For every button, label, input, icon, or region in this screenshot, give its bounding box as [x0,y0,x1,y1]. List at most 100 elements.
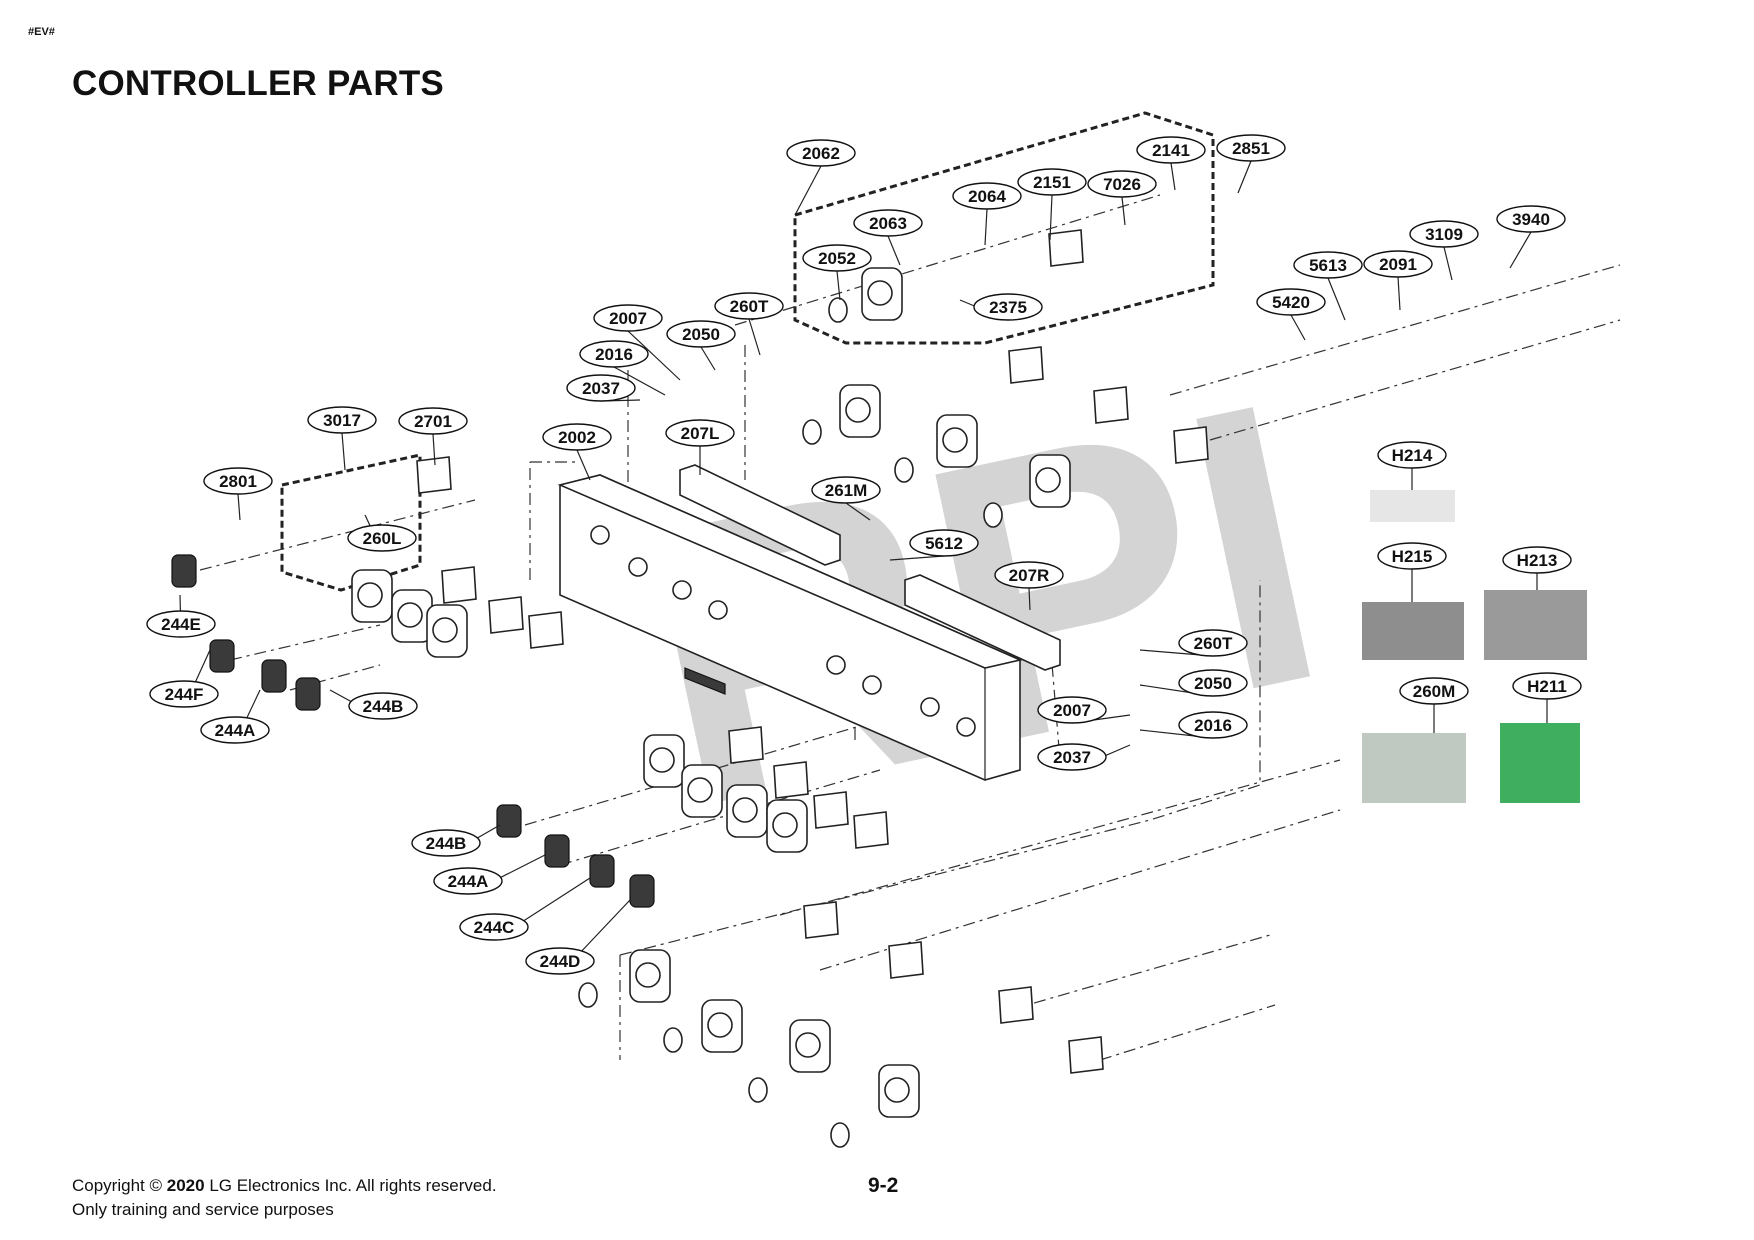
callout-260L: 260L [347,524,417,552]
svg-text:2016: 2016 [1194,716,1232,735]
callout-H214: H214 [1377,441,1447,469]
mounting-plate [441,566,477,604]
callout-2701: 2701 [398,407,468,435]
leader-2050 [700,346,716,371]
svg-text:3940: 3940 [1512,210,1550,229]
svg-text:2701: 2701 [414,412,452,431]
svg-text:260L: 260L [363,529,402,548]
callout-244A: 244A [200,716,270,744]
photo-h214 [1370,490,1455,522]
bezel-ring [828,297,848,323]
mounting-plate [803,901,839,939]
svg-text:2007: 2007 [1053,701,1091,720]
photo-h215 [1362,602,1464,660]
callout-244E: 244E [146,610,216,638]
callout-2052: 2052 [802,244,872,272]
photo-h213 [1484,590,1587,660]
svg-text:244F: 244F [165,685,204,704]
svg-text:244A: 244A [448,872,489,891]
svg-text:260T: 260T [1194,634,1233,653]
leader-2002 [576,449,591,481]
callout-2062: 2062 [786,139,856,167]
leader-2052 [836,270,841,301]
leader-260T [748,318,761,356]
svg-text:2375: 2375 [989,298,1027,317]
bezel-ring [748,1077,768,1103]
callout-244A: 244A [433,867,503,895]
leader-5613 [1327,277,1346,321]
callout-2063: 2063 [853,209,923,237]
leader-2064 [984,208,988,246]
callout-5420: 5420 [1256,288,1326,316]
bezel-ring [802,419,822,445]
callout-7026: 7026 [1087,170,1157,198]
callout-2151: 2151 [1017,168,1087,196]
svg-text:2037: 2037 [582,379,620,398]
callout-5613: 5613 [1293,251,1363,279]
switch-housing [681,764,723,818]
callout-244C: 244C [459,913,529,941]
mounting-plate [998,986,1034,1024]
callout-2007: 2007 [593,304,663,332]
switch-housing [839,384,881,438]
panel-dials [590,525,976,737]
svg-text:244A: 244A [215,721,256,740]
svg-text:2062: 2062 [802,144,840,163]
usage-note: Only training and service purposes [72,1200,334,1219]
svg-text:2050: 2050 [1194,674,1232,693]
bezel-ring [894,457,914,483]
callout-207L: 207L [665,419,735,447]
svg-text:2002: 2002 [558,428,596,447]
leader-2141 [1170,162,1176,191]
callout-2091: 2091 [1363,250,1433,278]
leader-5420 [1290,314,1306,341]
model-tag: #EV# [28,26,55,38]
mounting-plate [888,941,924,979]
mounting-plate [416,456,452,494]
callout-244B: 244B [348,692,418,720]
svg-text:261M: 261M [825,481,868,500]
callout-3109: 3109 [1409,220,1479,248]
bezel-ring [663,1027,683,1053]
leader-207R [1028,587,1031,611]
svg-text:244B: 244B [363,697,404,716]
page-number: 9-2 [868,1174,899,1197]
leader-261M [845,502,871,521]
callout-244B: 244B [411,829,481,857]
bezel-ring [830,1122,850,1148]
leader-2062 [794,165,822,216]
mounting-plate [1048,229,1084,267]
callout-2801: 2801 [203,467,273,495]
page-title: CONTROLLER PARTS [72,64,444,103]
mounting-plate [488,596,524,634]
leader-3109 [1443,246,1453,281]
svg-text:5612: 5612 [925,534,963,553]
switch-housing [391,589,433,643]
svg-text:7026: 7026 [1103,175,1141,194]
trim-207R [904,574,1061,671]
leader-5612 [889,555,945,561]
trim-207L [679,464,841,566]
svg-text:2091: 2091 [1379,255,1417,274]
switch-housing [629,949,671,1003]
mounting-plate [728,726,764,764]
brand-badge [684,667,726,695]
photo-h211 [1500,723,1580,803]
callout-260T: 260T [1178,629,1248,657]
mounting-plate [773,761,809,799]
mounting-plate [1173,426,1209,464]
svg-text:2851: 2851 [1232,139,1270,158]
svg-text:2016: 2016 [595,345,633,364]
switch-housing [789,1019,831,1073]
svg-text:2007: 2007 [609,309,647,328]
control-panel-2002 [557,474,1023,781]
svg-text:H214: H214 [1392,446,1433,465]
leader-2091 [1397,276,1401,311]
leader-3940 [1509,231,1532,269]
mounting-plate [813,791,849,829]
svg-text:244D: 244D [540,952,581,971]
callout-2002: 2002 [542,423,612,451]
